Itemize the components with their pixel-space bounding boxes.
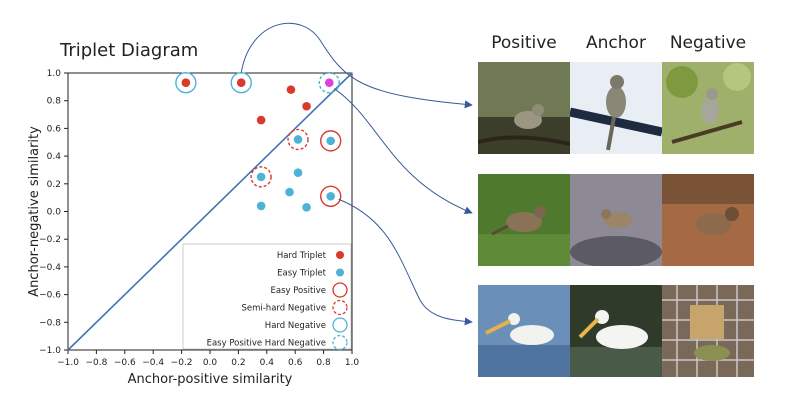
legend-marker — [332, 299, 348, 316]
legend-marker — [332, 317, 348, 333]
connector-arrows — [240, 22, 473, 326]
ring-hard-negative — [175, 71, 197, 94]
y-tick-label: 0.8 — [47, 97, 62, 107]
y-axis-label: Anchor-negative similarity — [27, 126, 42, 297]
point-easy-triplet — [326, 136, 336, 146]
y-tick-label: −0.4 — [39, 263, 61, 273]
y-tick-label: 0.4 — [47, 152, 62, 162]
point-boundary — [324, 78, 334, 87]
point-easy-triplet — [293, 135, 303, 144]
row3-negative-image — [662, 285, 754, 377]
legend-label: Hard Triplet — [277, 251, 327, 261]
x-tick-label: −1.0 — [57, 358, 79, 368]
y-tick-label: −0.8 — [39, 318, 61, 328]
point-hard-triplet — [181, 78, 191, 87]
point-easy-triplet — [293, 168, 303, 178]
point-hard-triplet — [236, 78, 246, 87]
ring-easy-positive-hard-negative — [318, 71, 340, 94]
row1-negative-image — [662, 62, 754, 154]
y-tick-label: 0.2 — [47, 180, 61, 190]
legend-label: Hard Negative — [265, 321, 326, 331]
x-tick-label: 1.0 — [345, 358, 360, 368]
legend-box — [182, 243, 352, 350]
y-tick-label: −0.2 — [39, 235, 61, 245]
legend-label: Easy Triplet — [277, 269, 327, 279]
legend-marker — [336, 251, 344, 259]
row1-anchor-image — [570, 62, 662, 154]
point-easy-triplet — [256, 172, 266, 182]
diagonal-line — [67, 72, 353, 351]
y-tick-label: −0.6 — [39, 291, 61, 301]
x-tick-label: 0.4 — [260, 358, 275, 368]
x-tick-label: −0.2 — [171, 358, 193, 368]
legend-marker — [332, 282, 348, 298]
legend-marker — [332, 334, 348, 351]
point-hard-triplet — [256, 115, 266, 125]
x-tick-label: −0.6 — [114, 358, 136, 368]
y-tick-label: −1.0 — [39, 346, 61, 356]
legend-label: Easy Positive — [270, 286, 326, 296]
arrow-to-row-1 — [240, 22, 473, 109]
legend-marker — [336, 268, 344, 277]
ring-semi-hard-negative — [250, 166, 272, 188]
arrow-to-row-3 — [338, 198, 473, 326]
point-easy-triplet — [256, 201, 266, 211]
point-hard-triplet — [286, 85, 296, 94]
column-header-positive: Positive — [491, 33, 557, 53]
legend-label: Semi-hard Negative — [241, 304, 326, 314]
ring-easy-positive — [320, 185, 342, 207]
point-easy-triplet — [302, 203, 311, 212]
row3-anchor-image — [570, 285, 662, 377]
x-tick-label: 0.0 — [203, 358, 218, 368]
x-tick-label: −0.8 — [85, 358, 107, 368]
ring-semi-hard-negative — [287, 128, 309, 151]
chart-title: Triplet Diagram — [60, 40, 199, 61]
point-easy-triplet — [326, 191, 336, 201]
row2-anchor-image — [570, 174, 662, 266]
y-tick-label: 0.0 — [47, 208, 62, 218]
y-tick-label: 0.6 — [47, 124, 62, 134]
x-tick-label: 0.2 — [231, 358, 245, 368]
row1-positive-image — [478, 62, 570, 154]
arrow-to-row-2 — [333, 88, 473, 215]
x-tick-label: 0.8 — [316, 358, 331, 368]
ring-easy-positive — [320, 130, 342, 152]
point-hard-triplet — [302, 101, 311, 111]
x-tick-label: 0.6 — [288, 358, 303, 368]
column-header-negative: Negative — [669, 33, 747, 53]
column-header-anchor: Anchor — [586, 33, 646, 53]
x-axis-label: Anchor-positive similarity — [128, 372, 293, 387]
y-tick-label: 1.0 — [47, 69, 62, 79]
scatter-plot: −1.0 −1.0 −0.8 −0.8 −0.6 −0.6 −0.4 −0.4 −0.2 −0.2… — [27, 69, 359, 387]
point-easy-triplet — [285, 187, 294, 197]
legend-label: Easy Positive Hard Negative — [207, 339, 326, 349]
row3-positive-image — [478, 285, 570, 377]
row2-positive-image — [478, 174, 570, 266]
x-tick-label: −0.4 — [142, 358, 164, 368]
row2-negative-image — [662, 174, 754, 266]
